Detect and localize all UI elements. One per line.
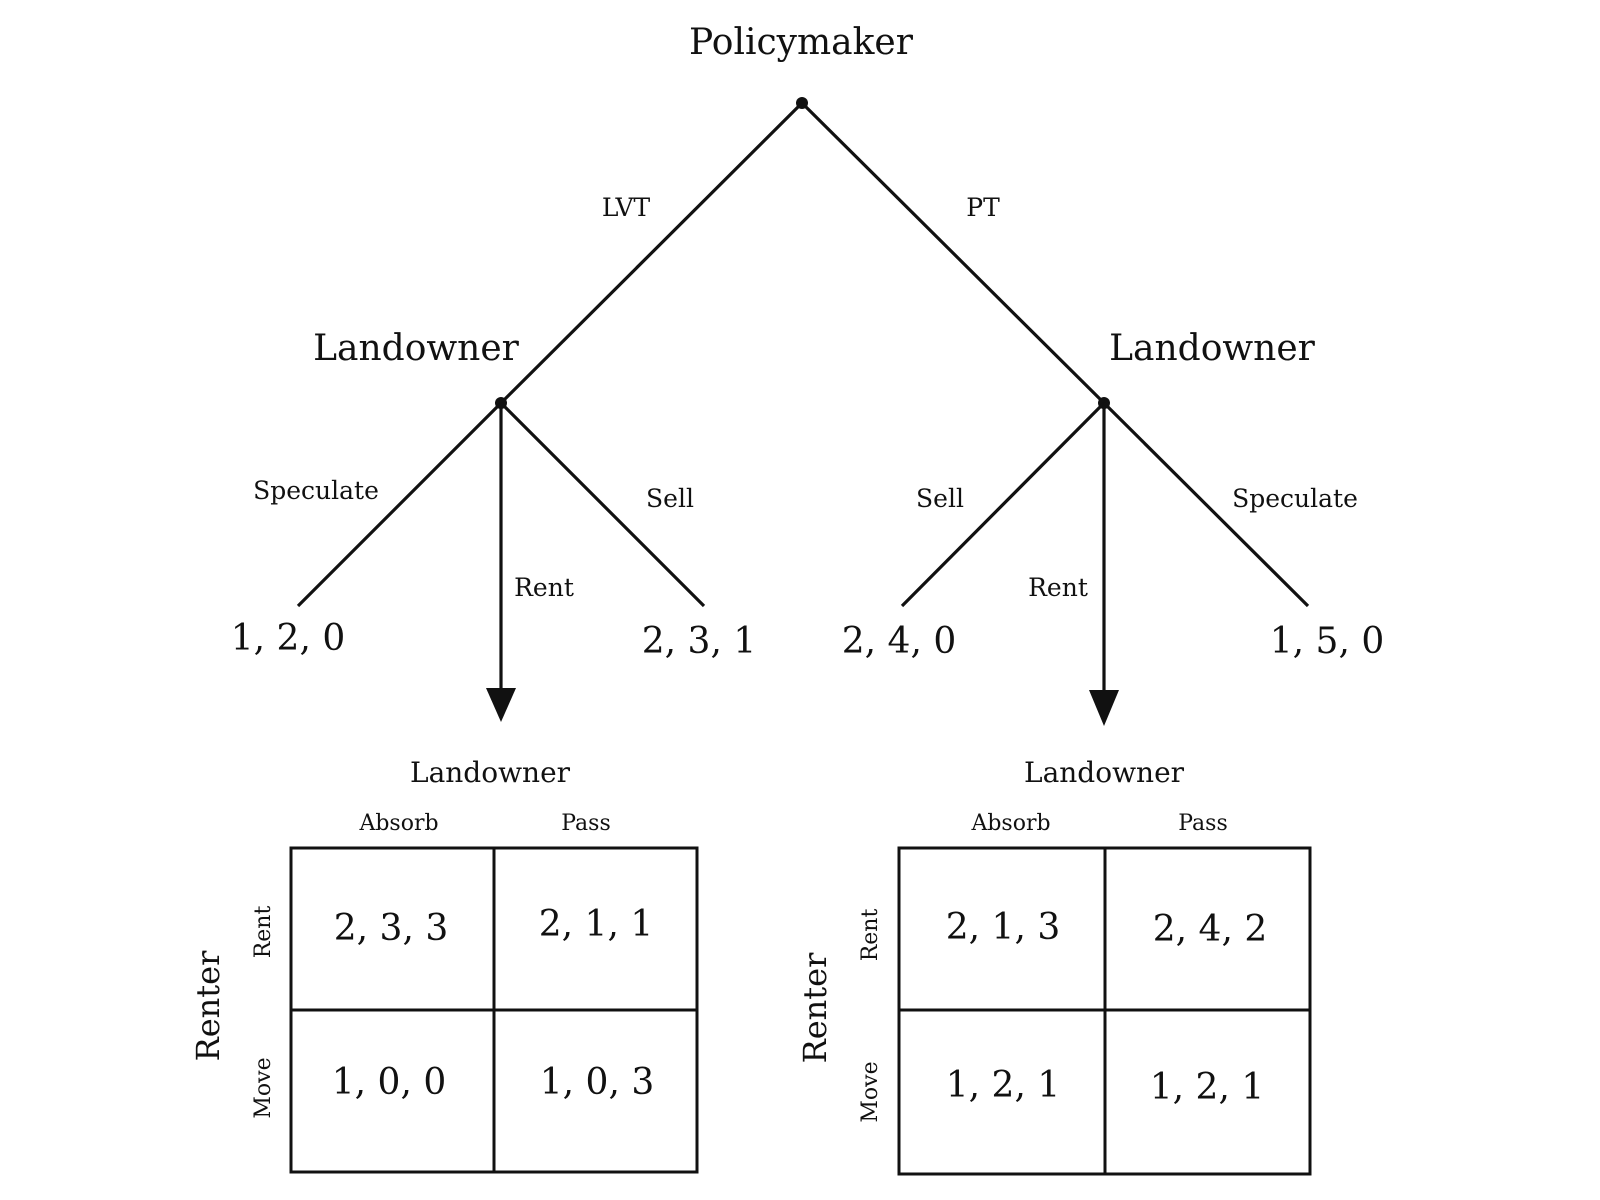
left-matrix-row-player: Renter xyxy=(189,950,227,1061)
left-matrix-cell-rent-absorb: 2, 3, 3 xyxy=(334,908,449,949)
left-matrix-cell-move-absorb: 1, 0, 0 xyxy=(332,1062,447,1103)
right-sell-label: Sell xyxy=(916,484,964,513)
branch-pt-label: PT xyxy=(966,193,1000,222)
branch-pt xyxy=(800,101,1106,405)
right-matrix-column-absorb: Absorb xyxy=(970,811,1050,836)
right-speculate-edge xyxy=(1102,401,1310,608)
left-node-player-label: Landowner xyxy=(313,328,520,369)
right-matrix-cell-rent-pass: 2, 4, 2 xyxy=(1153,909,1268,950)
left-sell-edge xyxy=(499,401,706,608)
left-speculate-edge xyxy=(296,401,503,608)
left-matrix-row-rent: Rent xyxy=(251,906,276,959)
right-matrix-row-move: Move xyxy=(858,1061,883,1122)
left-speculate-payoff: 1, 2, 0 xyxy=(231,618,346,659)
right-matrix-row-rent: Rent xyxy=(858,909,883,962)
right-node-player-label: Landowner xyxy=(1109,328,1316,369)
right-matrix-row-player: Renter xyxy=(796,952,834,1063)
left-matrix-row-move: Move xyxy=(251,1057,276,1118)
left-rent-label: Rent xyxy=(514,573,574,602)
right-matrix-cell-move-absorb: 1, 2, 1 xyxy=(946,1065,1061,1106)
left-payoff-matrix: Landowner Absorb Pass Renter Rent Move 2… xyxy=(189,756,699,1174)
left-matrix-column-player: Landowner xyxy=(410,756,571,789)
left-matrix-column-absorb: Absorb xyxy=(358,811,438,836)
right-rent-arrowhead xyxy=(1089,690,1119,726)
branch-lvt-label: LVT xyxy=(602,193,651,222)
left-sell-payoff: 2, 3, 1 xyxy=(642,621,757,662)
left-sell-label: Sell xyxy=(646,484,694,513)
right-matrix-cell-rent-absorb: 2, 1, 3 xyxy=(946,907,1061,948)
left-matrix-column-pass: Pass xyxy=(561,811,611,836)
branch-lvt xyxy=(499,101,804,405)
right-sell-payoff: 2, 4, 0 xyxy=(842,621,957,662)
left-matrix-cell-move-pass: 1, 0, 3 xyxy=(540,1062,655,1103)
right-matrix-cell-move-pass: 1, 2, 1 xyxy=(1150,1067,1265,1108)
right-sell-edge xyxy=(900,401,1106,608)
right-speculate-payoff: 1, 5, 0 xyxy=(1270,621,1385,662)
right-payoff-matrix: Landowner Absorb Pass Renter Rent Move 2… xyxy=(796,756,1312,1176)
root-node xyxy=(796,97,808,109)
right-speculate-label: Speculate xyxy=(1232,484,1358,513)
right-matrix-column-player: Landowner xyxy=(1024,756,1185,789)
right-matrix-column-pass: Pass xyxy=(1178,811,1228,836)
left-rent-arrowhead xyxy=(486,688,516,722)
root-player-label: Policymaker xyxy=(689,22,914,63)
left-matrix-cell-rent-pass: 2, 1, 1 xyxy=(539,904,654,945)
right-rent-label: Rent xyxy=(1028,573,1088,602)
left-speculate-label: Speculate xyxy=(253,476,379,505)
